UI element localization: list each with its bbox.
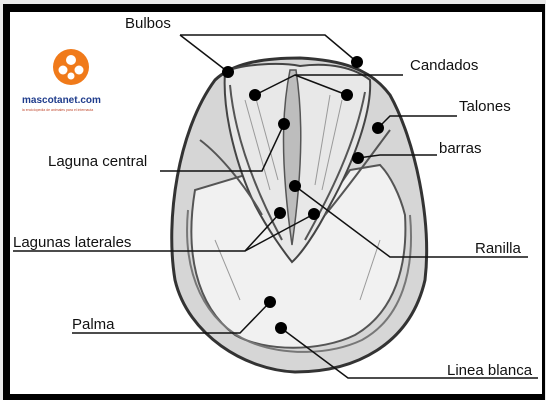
- label-barras: barras: [439, 140, 482, 157]
- label-palma: Palma: [72, 316, 115, 333]
- logo-circle: [53, 49, 89, 85]
- dot-bulbos-left: [222, 66, 234, 78]
- dot-lagunas-lat-right: [308, 208, 320, 220]
- hoof-illustration: [172, 58, 427, 372]
- dot-ranilla: [289, 180, 301, 192]
- label-bulbos: Bulbos: [125, 15, 171, 32]
- label-ranilla: Ranilla: [475, 240, 522, 257]
- dot-laguna-central: [278, 118, 290, 130]
- dot-barras: [352, 152, 364, 164]
- dot-talones: [372, 122, 384, 134]
- dot-palma: [264, 296, 276, 308]
- logo-tagline: la enciclopedia de animales para el inte…: [22, 108, 93, 112]
- dot-candados-left: [249, 89, 261, 101]
- label-lagunas-laterales: Lagunas laterales: [13, 234, 131, 251]
- label-linea-blanca: Linea blanca: [447, 362, 533, 379]
- dot-lagunas-lat-left: [274, 207, 286, 219]
- logo-brand-text: mascotanet.com: [22, 95, 101, 106]
- dot-linea-blanca: [275, 322, 287, 334]
- label-laguna-central: Laguna central: [48, 153, 147, 170]
- label-candados: Candados: [410, 57, 478, 74]
- dot-candados-right: [341, 89, 353, 101]
- dot-bulbos-right: [351, 56, 363, 68]
- label-talones: Talones: [459, 98, 511, 115]
